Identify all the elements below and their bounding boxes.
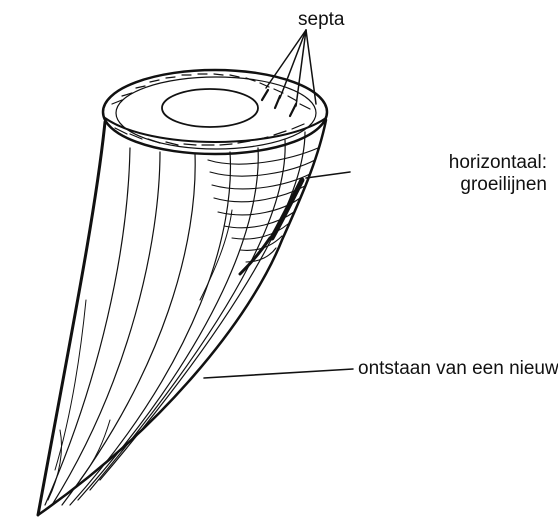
septa-label: septa bbox=[298, 9, 344, 31]
tip-details bbox=[48, 300, 110, 500]
growth-lines-label: horizontaal: groeilijnen bbox=[449, 152, 547, 196]
new-septum-pointer bbox=[204, 369, 353, 378]
septa-pointers bbox=[266, 30, 316, 106]
calyx bbox=[103, 70, 327, 154]
coral-outline bbox=[38, 120, 326, 515]
new-septum-label: ontstaan van een nieuw septum bbox=[358, 358, 558, 380]
growth-lines-pointer bbox=[306, 172, 350, 178]
growth-lines-label-line1: horizontaal: bbox=[449, 152, 547, 174]
growth-lines-label-line2: groeilijnen bbox=[449, 174, 547, 196]
growth-lines bbox=[208, 148, 318, 262]
